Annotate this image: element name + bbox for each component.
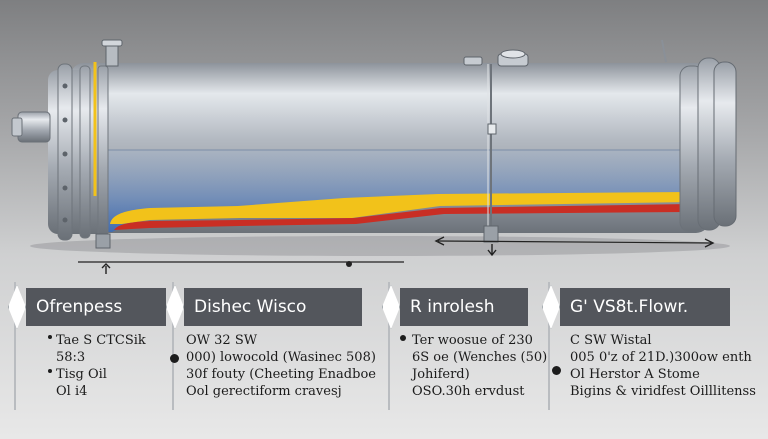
card-line: 30f fouty (Cheeting Enadboe <box>186 367 376 382</box>
dimension-arrow-right-end <box>704 238 715 248</box>
red-layer <box>114 204 690 230</box>
card-line: 6S oe (Wenches (50) <box>412 350 548 365</box>
card-header: G' VS8t.Flowr. <box>560 288 730 326</box>
info-card-4: G' VS8t.Flowr. C SW Wistal 005 0'z of 21… <box>542 282 756 410</box>
flange-bolt <box>62 217 68 223</box>
dimension-marker <box>346 261 352 267</box>
card-line: Ol Herstor A Stome <box>570 367 700 382</box>
card-line: 005 0'z of 21D.)300ow enth <box>570 350 752 365</box>
card-line: Tae S CTCSik <box>56 333 146 348</box>
dimension-arrow-down <box>487 244 497 257</box>
card-lines: Tae S CTCSik 58:3 Tisg Oil Ol i4 <box>56 332 166 400</box>
card-lines: C SW Wistal 005 0'z of 21D.)300ow enth O… <box>570 332 756 400</box>
card-lines: OW 32 SW 000) lowocold (Wasinec 508) 30f… <box>186 332 376 400</box>
dimension-arrow-left <box>101 263 111 274</box>
flange-bolt <box>62 151 68 157</box>
card-line: OSO.30h ervdust <box>412 384 525 399</box>
top-port-right-cap <box>500 49 526 59</box>
card-header: R inrolesh <box>400 288 528 326</box>
info-card-1: Ofrenpess Tae S CTCSik 58:3 Tisg Oil Ol … <box>8 282 166 410</box>
floor-shadow <box>30 236 730 256</box>
bullet-icon <box>552 366 561 375</box>
top-port-small <box>463 56 483 66</box>
top-antenna <box>661 39 667 63</box>
card-line: C SW Wistal <box>570 333 652 348</box>
flange-bolt <box>62 185 68 191</box>
left-cap-rim <box>97 65 109 237</box>
flange-bolt <box>62 117 68 123</box>
dimension-arrow-right-start <box>434 236 445 246</box>
card-line: 000) lowocold (Wasinec 508) <box>186 350 376 365</box>
card-line: Ol i4 <box>56 384 88 399</box>
card-diamond-marker <box>166 285 184 329</box>
top-valve-left <box>105 43 119 67</box>
support-foot-left <box>95 233 111 249</box>
card-diamond-marker <box>382 285 400 329</box>
info-card-2: Dishec Wisco OW 32 SW 000) lowocold (Was… <box>166 282 376 410</box>
right-end-cap <box>713 61 737 227</box>
bullet-icon <box>170 354 179 363</box>
info-card-3: R inrolesh Ter woosue of 230 6S oe (Wenc… <box>382 282 548 410</box>
flange-bolt <box>62 83 68 89</box>
card-line: Tisg Oil <box>56 367 107 382</box>
seam-bolt <box>487 123 497 135</box>
card-lines: Ter woosue of 230 6S oe (Wenches (50) Jo… <box>412 332 548 400</box>
left-flange-ring-inner <box>79 65 91 239</box>
card-line: Ool gerectiform cravesj <box>186 384 342 399</box>
card-diamond-marker <box>8 285 26 329</box>
left-shaft-fitting <box>17 111 51 143</box>
card-line: OW 32 SW <box>186 333 258 348</box>
card-diamond-marker <box>542 285 560 329</box>
dimension-line-right <box>437 240 713 244</box>
card-line: 58:3 <box>56 350 86 365</box>
card-header: Dishec Wisco <box>184 288 362 326</box>
card-line: Johiferd) <box>412 367 470 382</box>
left-shaft-tip <box>11 117 23 137</box>
support-foot-right <box>483 225 499 243</box>
bullet-icon <box>48 335 52 339</box>
bullet-icon <box>48 369 52 373</box>
yellow-layer <box>110 192 690 224</box>
card-header: Ofrenpess <box>26 288 166 326</box>
card-line: Bigins & viridfest Oilllitenss <box>570 384 756 399</box>
bullet-icon <box>400 335 406 341</box>
card-line: Ter woosue of 230 <box>412 333 533 348</box>
top-valve-left-cap <box>101 39 123 47</box>
